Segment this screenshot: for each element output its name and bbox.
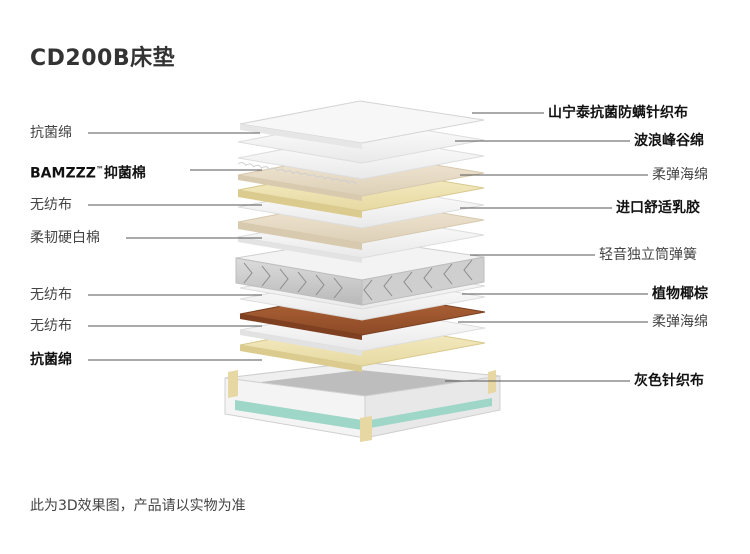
bamzzz-tail: 抑菌棉 — [104, 166, 146, 182]
left-label-antibacterial-1: 抗菌绵 — [30, 124, 72, 142]
footnote: 此为3D效果图，产品请以实物为准 — [30, 495, 246, 515]
base-frame — [225, 362, 500, 442]
right-label-springs: 轻音独立筒弹簧 — [599, 246, 697, 264]
trademark-mark: ™ — [96, 165, 104, 174]
right-label-knit-fabric: 山宁泰抗菌防螨针织布 — [548, 104, 688, 122]
right-label-soft-foam-1: 柔弹海绵 — [652, 166, 708, 184]
right-label-soft-foam-2: 柔弹海绵 — [652, 313, 708, 331]
left-label-nonwoven-2: 无纺布 — [30, 286, 72, 304]
left-label-nonwoven-3: 无纺布 — [30, 317, 72, 335]
left-label-nonwoven-1: 无纺布 — [30, 196, 72, 214]
right-label-wave-foam: 波浪峰谷绵 — [634, 132, 704, 150]
right-label-latex: 进口舒适乳胶 — [616, 199, 700, 217]
right-label-grey-knit: 灰色针织布 — [634, 372, 704, 390]
left-label-antibacterial-2: 抗菌绵 — [30, 351, 72, 369]
right-label-coconut: 植物椰棕 — [652, 285, 708, 303]
left-label-bamzzz: BAMZZZ™抑菌棉 — [30, 161, 146, 183]
bamzzz-brand: BAMZZZ — [30, 166, 96, 182]
left-label-stiff-cotton: 柔韧硬白棉 — [30, 229, 100, 247]
